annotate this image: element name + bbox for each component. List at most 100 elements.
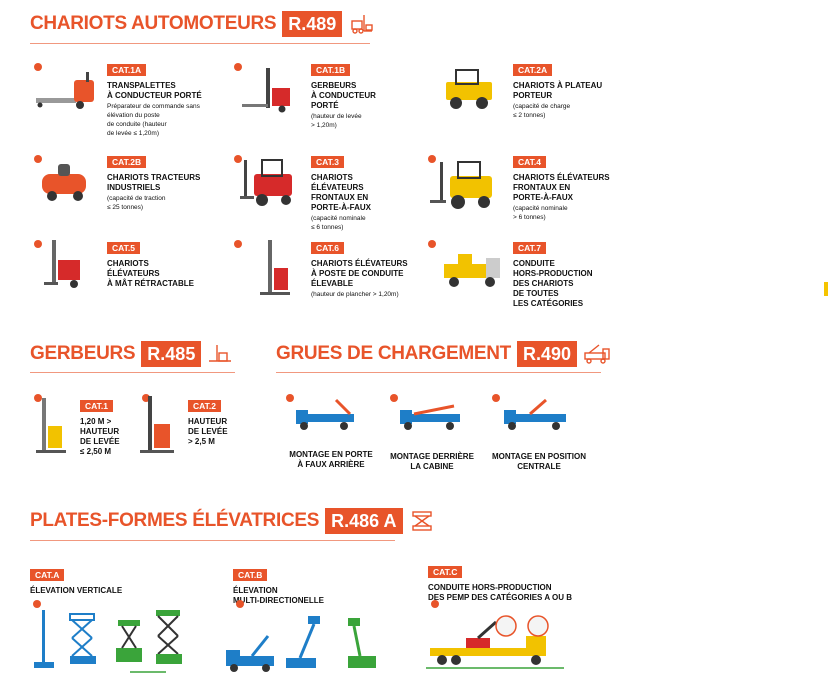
item-desc: (capacité nominale > 6 tonnes) (513, 205, 568, 221)
item-title: CHARIOTS ÉLÉVATEURS À POSTE DE CONDUITE … (311, 259, 408, 288)
cat-badge: CAT.2A (513, 64, 553, 76)
item-cat1b: CAT.1B GERBEURS À CONDUCTEUR PORTÉ (haut… (311, 60, 421, 130)
item-r486-catc: CAT.C CONDUITE HORS-PRODUCTION DES PEMP … (428, 562, 628, 603)
forklift-icon (351, 15, 374, 34)
scissor-lift-icon (411, 511, 432, 531)
section-title-r486: PLATES-FORMES ÉLÉVATRICES R.486 A (30, 507, 437, 535)
item-cat2a: CAT.2A CHARIOTS À PLATEAU PORTEUR (capac… (513, 60, 623, 120)
section-code-badge: R.489 (282, 11, 343, 37)
crane-truck-cabin-illustration (400, 404, 460, 430)
crane-truck-icon (584, 344, 610, 364)
section-title-text: CHARIOTS AUTOMOTEURS (30, 13, 277, 34)
section-code-badge: R.485 (141, 341, 202, 367)
item-r486-cata: CAT.A ÉLEVATION VERTICALE (30, 565, 220, 596)
bullet-dot (34, 394, 42, 402)
order-picker-illustration (260, 240, 290, 295)
item-desc: (capacité de charge ≤ 2 tonnes) (513, 103, 571, 119)
item-desc: (hauteur de plancher > 1,20m) (311, 291, 399, 298)
item-r485-cat1: CAT.1 1,20 M > HAUTEUR DE LEVÉE ≤ 2,50 M (80, 396, 140, 457)
bullet-dot (33, 600, 41, 608)
item-cat4: CAT.4 CHARIOTS ÉLÉVATEURS FRONTAUX EN PO… (513, 152, 633, 222)
cat-badge: CAT.6 (311, 242, 344, 254)
item-title: CHARIOTS ÉLÉVATEURS FRONTAUX EN PORTE-À-… (513, 173, 610, 202)
section-rule (30, 372, 235, 373)
boom-lift-illustration (226, 616, 376, 672)
cat-badge: CAT.2 (188, 400, 221, 412)
item-cat1a: CAT.1A TRANSPALETTES À CONDUCTEUR PORTÉ … (107, 60, 217, 138)
forklift-red-illustration (240, 159, 292, 206)
bullet-dot (428, 155, 436, 163)
bullet-dot (34, 240, 42, 248)
bullet-dot (142, 394, 150, 402)
bullet-dot (34, 155, 42, 163)
vertical-lift-illustration (34, 610, 182, 673)
item-title: CONDUITE HORS-PRODUCTION DES PEMP DES CA… (428, 583, 573, 602)
section-rule (276, 372, 601, 373)
tow-tractor-illustration (42, 164, 86, 201)
item-title: CHARIOTS ÉLÉVATEURS À MÂT RÉTRACTABLE (107, 259, 194, 288)
bullet-dot (234, 63, 242, 71)
item-title: TRANSPALETTES À CONDUCTEUR PORTÉ (107, 81, 202, 100)
item-cat5: CAT.5 CHARIOTS ÉLÉVATEURS À MÂT RÉTRACTA… (107, 238, 217, 290)
item-cat2b: CAT.2B CHARIOTS TRACTEURS INDUSTRIELS (c… (107, 152, 227, 212)
crane-truck-center-illustration (504, 398, 566, 430)
bullet-dot (234, 240, 242, 248)
forklift-yellow-illustration (430, 161, 492, 209)
stacker-illustration (242, 68, 290, 113)
stacker-icon (209, 345, 232, 362)
item-title: ÉLEVATION VERTICALE (30, 586, 123, 595)
item-desc: (capacité de traction ≤ 25 tonnes) (107, 195, 166, 211)
item-title: CHARIOTS ÉLÉVATEURS FRONTAUX EN PORTE-À-… (311, 173, 371, 212)
item-title: ÉLEVATION MULTI-DIRECTIONELLE (233, 586, 324, 605)
cat-badge: CAT.5 (107, 242, 140, 254)
bullet-dot (390, 394, 398, 402)
item-cat3: CAT.3 CHARIOTS ÉLÉVATEURS FRONTAUX EN PO… (311, 152, 421, 232)
cat-badge: CAT.4 (513, 156, 546, 168)
cat-badge: CAT.C (428, 566, 463, 578)
cat-badge: CAT.1 (80, 400, 113, 412)
item-title: CHARIOTS À PLATEAU PORTEUR (513, 81, 603, 100)
cat-badge: CAT.7 (513, 242, 546, 254)
stacker-cat2-illustration (140, 396, 174, 453)
item-desc: (capacité nominale ≤ 6 tonnes) (311, 215, 366, 231)
cat-badge: CAT.1A (107, 64, 147, 76)
item-desc: (hauteur de levée > 1,20m) (311, 113, 362, 129)
item-desc: Préparateur de commande sans élévation d… (107, 103, 200, 137)
bullet-dot (431, 600, 439, 608)
item-cat6: CAT.6 CHARIOTS ÉLÉVATEURS À POSTE DE CON… (311, 238, 431, 299)
item-cat7: CAT.7 CONDUITE HORS-PRODUCTION DES CHARI… (513, 238, 623, 310)
cat-badge: CAT.B (233, 569, 268, 581)
section-code-badge: R.490 (516, 341, 578, 367)
bullet-dot (236, 600, 244, 608)
section-title-text: GRUES DE CHARGEMENT (276, 343, 511, 364)
item-title: HAUTEUR DE LEVÉE > 2,5 M (188, 417, 228, 446)
section-title-r490: GRUES DE CHARGEMENT R.490 (276, 340, 611, 368)
item-title: CHARIOTS TRACTEURS INDUSTRIELS (107, 173, 201, 192)
cat-badge: CAT.3 (311, 156, 344, 168)
bullet-dot (428, 240, 436, 248)
stacker-cat1-illustration (36, 398, 66, 453)
bullet-dot (234, 155, 242, 163)
cat-badge: CAT.2B (107, 156, 147, 168)
item-r485-cat2: CAT.2 HAUTEUR DE LEVÉE > 2,5 M (188, 396, 248, 447)
bullet-dot (492, 394, 500, 402)
item-title: CONDUITE HORS-PRODUCTION DES CHARIOTS DE… (513, 259, 593, 308)
cat-badge: CAT.A (30, 569, 65, 581)
section-code-badge: R.486 A (325, 508, 403, 534)
item-title: GERBEURS À CONDUCTEUR PORTÉ (311, 81, 376, 110)
section-title-r485: GERBEURS R.485 (30, 340, 235, 368)
cat-badge: CAT.1B (311, 64, 351, 76)
section-title-text: GERBEURS (30, 343, 136, 364)
section-title-r489: CHARIOTS AUTOMOTEURS R.489 (30, 10, 376, 38)
section-rule (30, 540, 395, 541)
pallet-truck-illustration (36, 72, 94, 109)
item-r486-catb: CAT.B ÉLEVATION MULTI-DIRECTIONELLE (233, 565, 413, 606)
section-rule (30, 43, 370, 44)
bullet-dot (286, 394, 294, 402)
item-title: 1,20 M > HAUTEUR DE LEVÉE ≤ 2,50 M (80, 417, 120, 456)
crane-caption: MONTAGE EN PORTE À FAUX ARRIÈRE (289, 450, 373, 469)
edge-marker (824, 282, 828, 296)
section-title-text: PLATES-FORMES ÉLÉVATRICES (30, 510, 320, 531)
bullet-dot (34, 63, 42, 71)
transport-pemp-illustration (426, 615, 564, 669)
